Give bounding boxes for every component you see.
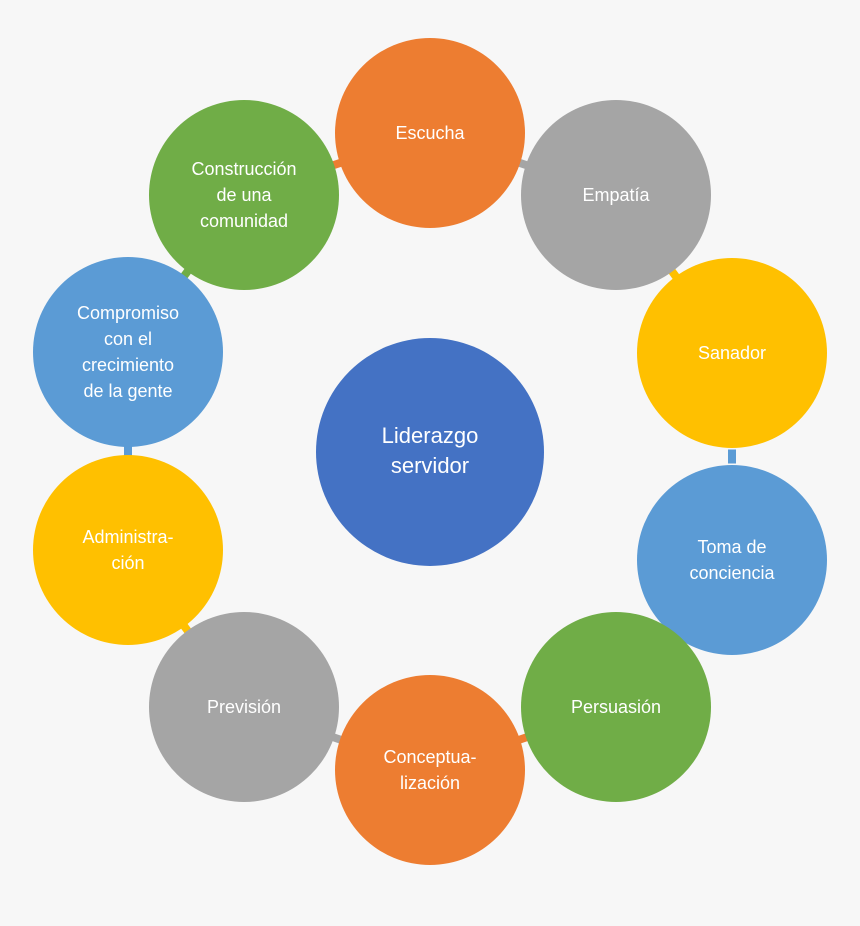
node-administracion-line-1: Administra- — [82, 527, 173, 547]
node-toma-de-conciencia-line-2: conciencia — [689, 563, 775, 583]
node-conceptualizacion: Conceptua-lización — [335, 675, 525, 865]
node-persuasion-line-1: Persuasión — [571, 697, 661, 717]
node-administracion: Administra-ción — [33, 455, 223, 645]
node-toma-de-conciencia: Toma de conciencia — [637, 465, 827, 655]
node-compromiso-line-4: de la gente — [83, 381, 172, 401]
node-compromiso: Compromiso con el crecimiento de la gente — [33, 257, 223, 447]
node-compromiso-line-3: crecimiento — [82, 355, 174, 375]
node-empatia-circle — [521, 100, 711, 290]
node-compromiso-circle — [33, 257, 223, 447]
center-line-1: Liderazgo — [382, 423, 479, 448]
node-compromiso-line-2: con el — [104, 329, 152, 349]
node-sanador: Sanador — [637, 258, 827, 448]
node-escucha: Escucha — [335, 38, 525, 228]
node-persuasion: Persuasión — [521, 612, 711, 802]
connector-8 — [124, 444, 132, 458]
node-prevision-circle — [149, 612, 339, 802]
node-construccion: Construcción de una comunidad — [149, 100, 339, 290]
node-construccion-circle — [149, 100, 339, 290]
node-sanador-circle — [637, 258, 827, 448]
node-conceptualizacion-circle — [335, 675, 525, 865]
center-circle — [316, 338, 544, 566]
node-empatia: Empatía — [521, 100, 711, 290]
center-node: Liderazgo servidor — [316, 338, 544, 566]
center-line-2: servidor — [391, 453, 469, 478]
node-compromiso-line-1: Compromiso — [77, 303, 179, 323]
node-conceptualizacion-line-1: Conceptua- — [383, 747, 476, 767]
node-construccion-line-3: comunidad — [200, 211, 288, 231]
node-prevision-line-1: Previsión — [207, 697, 281, 717]
node-escucha-circle — [335, 38, 525, 228]
node-administracion-line-2: ción — [111, 553, 144, 573]
node-construccion-line-2: de una — [216, 185, 272, 205]
node-construccion-line-1: Construcción — [191, 159, 296, 179]
node-conceptualizacion-line-2: lización — [400, 773, 460, 793]
connector-3 — [728, 449, 736, 464]
node-empatia-line-1: Empatía — [582, 185, 650, 205]
node-prevision: Previsión — [149, 612, 339, 802]
node-administracion-circle — [33, 455, 223, 645]
node-escucha-line-1: Escucha — [395, 123, 465, 143]
node-persuasion-circle — [521, 612, 711, 802]
node-toma-de-conciencia-circle — [637, 465, 827, 655]
node-toma-de-conciencia-line-1: Toma de — [697, 537, 766, 557]
node-sanador-line-1: Sanador — [698, 343, 766, 363]
